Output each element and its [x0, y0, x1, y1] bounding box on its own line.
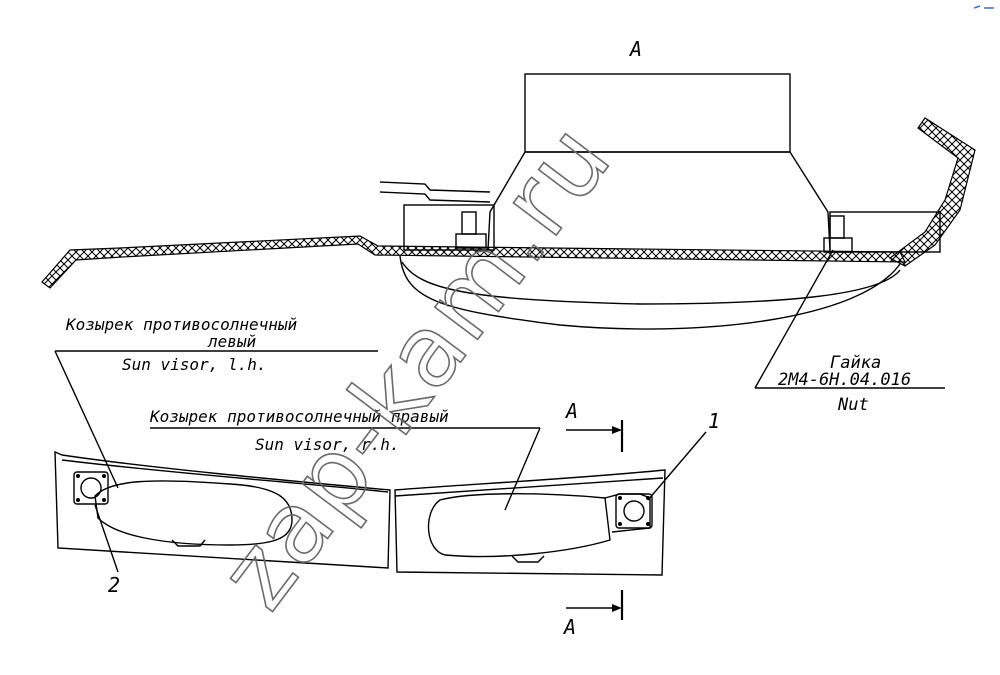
- right-visor-front-view: 1: [394, 409, 720, 576]
- nut-leader-line: [754, 249, 834, 389]
- section-marker-bottom-label: А: [562, 615, 576, 639]
- right-visor-labels: Козырек противосолнечный правый Sun viso…: [149, 407, 541, 511]
- right-visor-leader: [504, 427, 541, 511]
- visor-body-outer: [399, 255, 901, 330]
- left-mount-hole: [80, 477, 102, 499]
- left-visor-label-ru-1: Козырек противосолнечный: [65, 315, 298, 334]
- left-visor-front-view: 2: [54, 450, 391, 597]
- roof-panel-section-right: [888, 117, 976, 267]
- callout-1: 1: [708, 409, 720, 433]
- section-marker-top-label: А: [564, 399, 578, 423]
- section-view-a: А Гайка 2М4-6Н.04.016 Nut: [41, 37, 976, 415]
- left-visor-label-en: Sun visor, l.h.: [122, 355, 267, 374]
- left-visor-leader: [54, 350, 119, 489]
- left-visor-shape: [94, 480, 293, 546]
- right-mount-plate: [615, 493, 653, 529]
- left-panel-top-trim: [61, 459, 389, 493]
- left-panel-outline: [54, 450, 391, 569]
- section-marker-bottom: А: [562, 590, 624, 639]
- right-mount-hole: [623, 500, 645, 522]
- corner-mark: [973, 5, 994, 9]
- visor-body-inner: [401, 261, 901, 305]
- right-panel-outline: [394, 469, 666, 576]
- nut-label-ru: Гайка: [830, 353, 881, 373]
- mount-rod: [379, 181, 491, 203]
- right-visor-label-ru: Козырек противосолнечный правый: [149, 407, 449, 426]
- left-mount-plate: [73, 471, 109, 505]
- callout-1-leader: [647, 431, 707, 501]
- left-visor-labels: Козырек противосолнечный левый Sun visor…: [54, 315, 378, 489]
- nut-label-en: Nut: [837, 395, 869, 415]
- right-visor-label-en: Sun visor, r.h.: [255, 435, 400, 454]
- section-view-title: А: [628, 37, 642, 61]
- section-marker-top: А: [564, 399, 624, 452]
- nut-part-number: 2М4-6Н.04.016: [778, 370, 911, 390]
- callout-2-leader: [94, 504, 119, 573]
- callout-2: 2: [108, 573, 120, 597]
- left-visor-label-ru-2: левый: [207, 332, 257, 351]
- right-panel-top-trim: [394, 477, 664, 497]
- right-visor-shape: [427, 493, 611, 558]
